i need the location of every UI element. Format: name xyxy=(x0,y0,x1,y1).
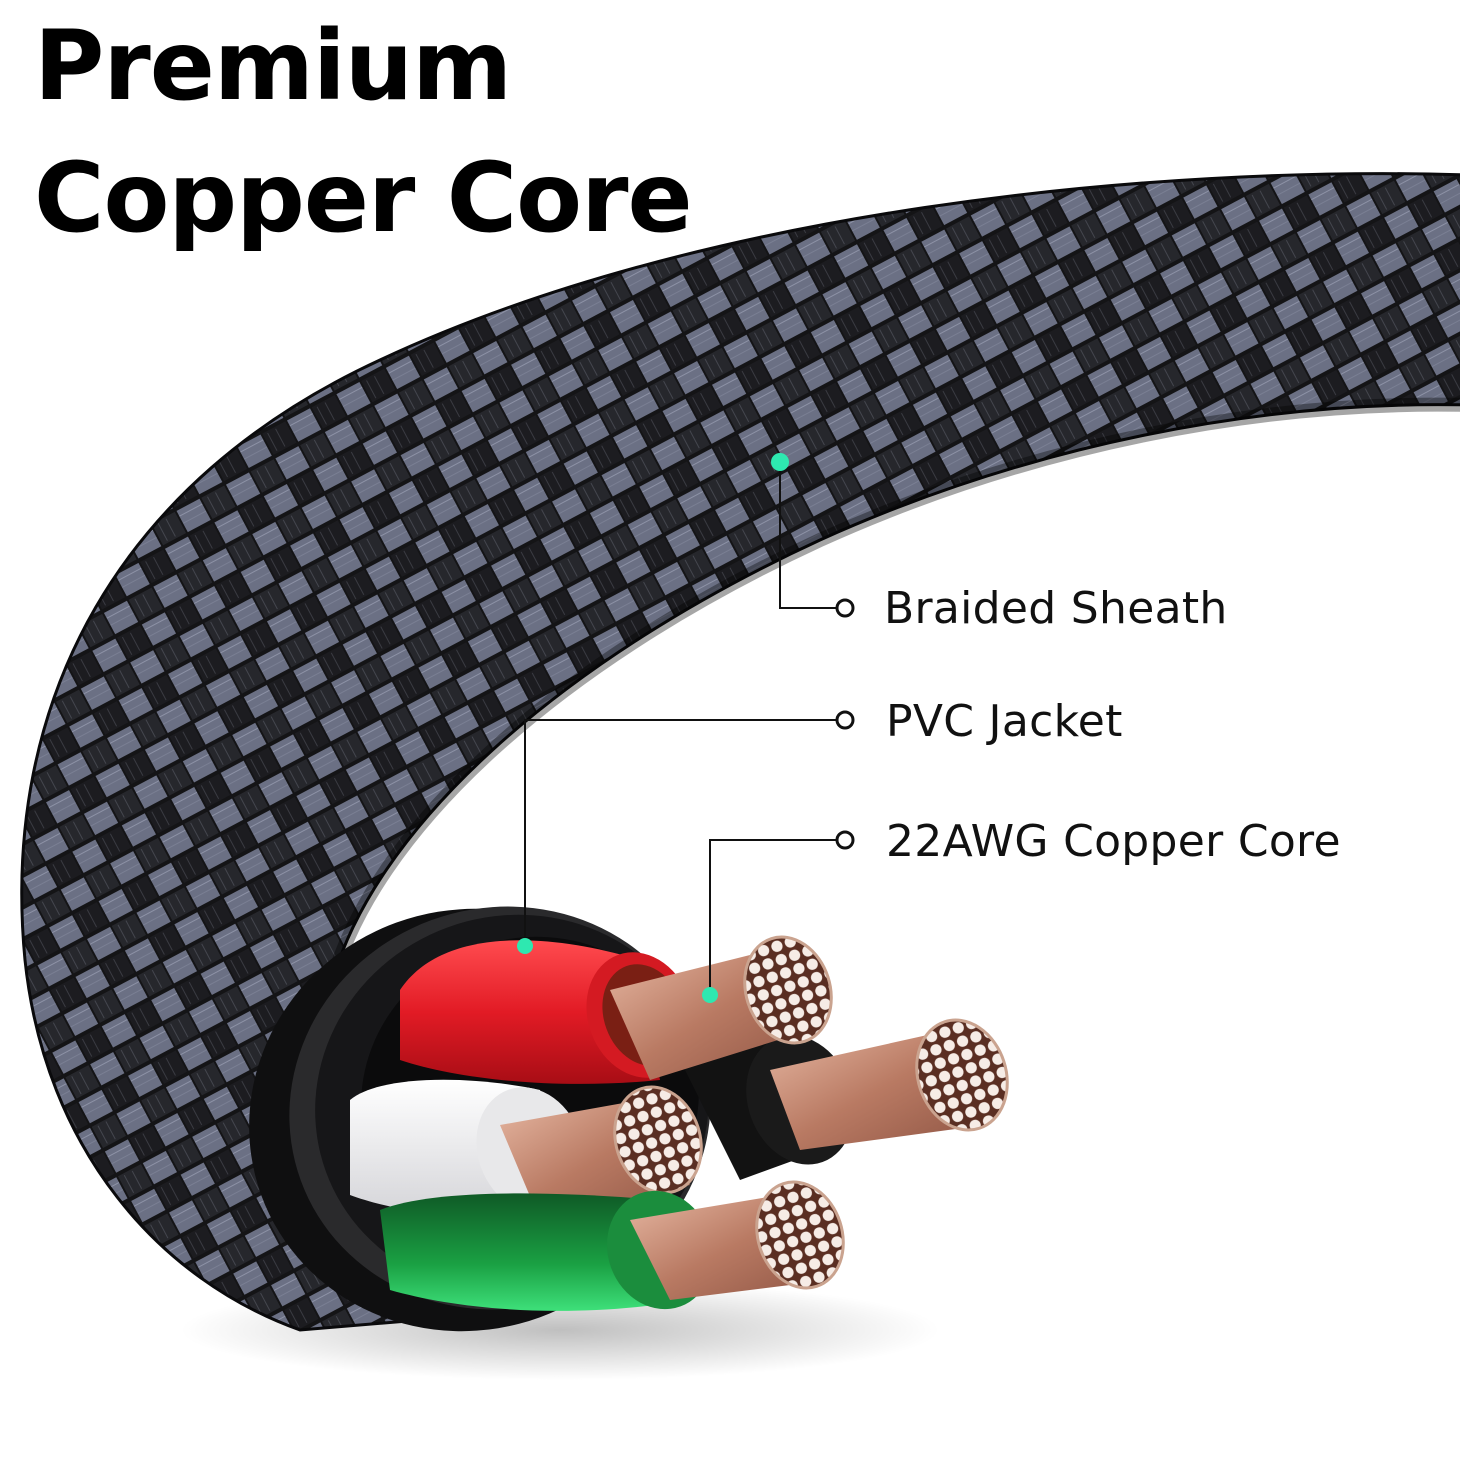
white-wire xyxy=(350,1079,703,1220)
label-copper-core: 22AWG Copper Core xyxy=(886,816,1341,867)
label-pvc-jacket: PVC Jacket xyxy=(886,696,1123,747)
black-wire xyxy=(680,1018,1009,1180)
callout-dots xyxy=(517,453,789,1003)
dot-icon xyxy=(702,987,718,1003)
label-braided-sheath: Braided Sheath xyxy=(884,583,1228,634)
headline-line-1: Premium xyxy=(34,10,512,122)
ring-icon xyxy=(835,710,855,730)
leader-pvc-jacket xyxy=(524,719,836,946)
ring-icon xyxy=(835,598,855,618)
dot-icon xyxy=(771,453,789,471)
dot-icon xyxy=(517,938,533,954)
conductors xyxy=(350,935,1009,1311)
leader-copper-core xyxy=(709,839,836,995)
green-wire xyxy=(380,1180,845,1311)
headline-line-2: Copper Core xyxy=(34,142,693,254)
callout-leaders xyxy=(524,462,836,995)
callout-rings xyxy=(835,598,855,850)
leader-braided-sheath xyxy=(779,462,836,609)
ring-icon xyxy=(835,830,855,850)
red-wire xyxy=(400,935,833,1084)
headline: Premium Copper Core xyxy=(34,0,693,264)
